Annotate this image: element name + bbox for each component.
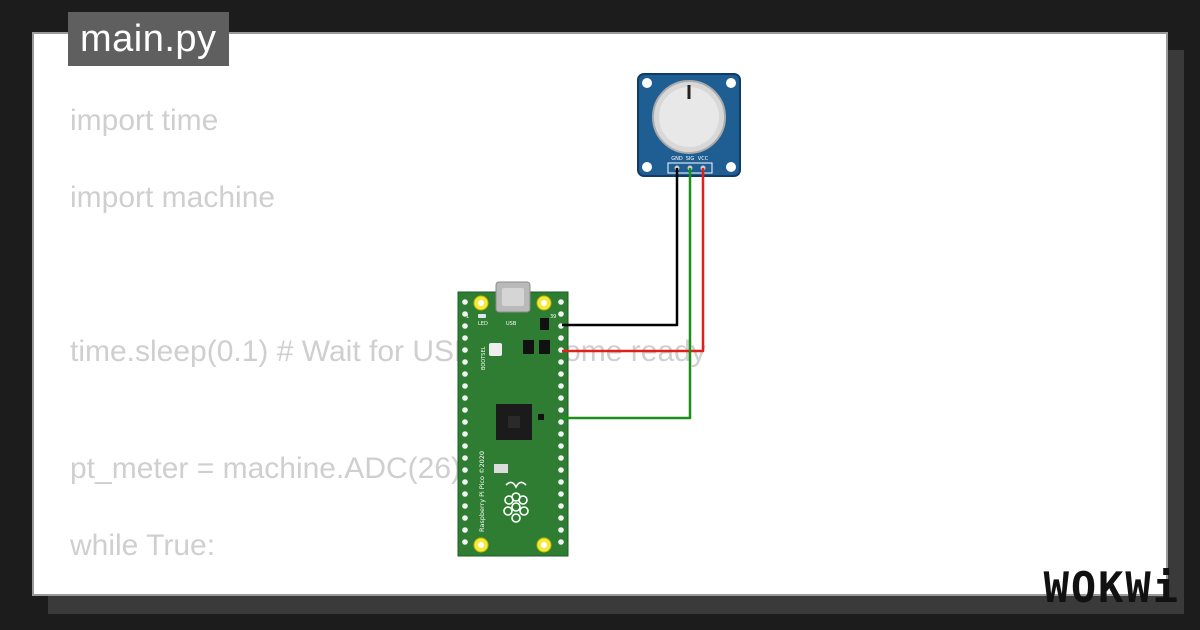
wire-sig[interactable] [562,168,692,420]
wire-vcc[interactable] [562,168,705,353]
pot-pin-gnd-label: GND [671,156,683,162]
led-label: LED [478,321,488,327]
code-line-2: import machine [70,181,276,214]
pico-board[interactable]: 1 39 LED USB BOOTSEL Raspberry Pi Pico ©… [457,281,569,557]
bootsel-label: BOOTSEL [481,346,487,370]
pin-39-label: 39 [550,314,556,320]
wire-gnd[interactable] [562,168,679,327]
code-line-6: pt_meter = machine.ADC(26) [70,452,461,485]
led-indicator [478,314,486,318]
potentiometer[interactable]: GND SIG VCC [637,73,741,177]
code-line-7: while True: [70,529,216,562]
bootsel-button[interactable] [489,343,502,356]
code-line-1: import time [70,104,219,137]
usb-label: USB [506,321,517,327]
board-name-label: Raspberry Pi Pico ©2020 [478,451,486,532]
wokwi-logo: WOKWi [1043,563,1180,612]
code-line-4: time.sleep(0.1) # Wait for USB to become… [70,335,706,368]
pot-pin-vcc-label: VCC [698,156,709,162]
pot-pin-sig-label: SIG [686,156,695,162]
knob-indicator-icon [687,85,691,99]
filename-tab: main.py [68,12,229,66]
preview-card: import time import machine time.sleep(0.… [32,32,1168,596]
pin-1-label: 1 [466,314,469,320]
raspberry-logo-icon [503,481,529,523]
